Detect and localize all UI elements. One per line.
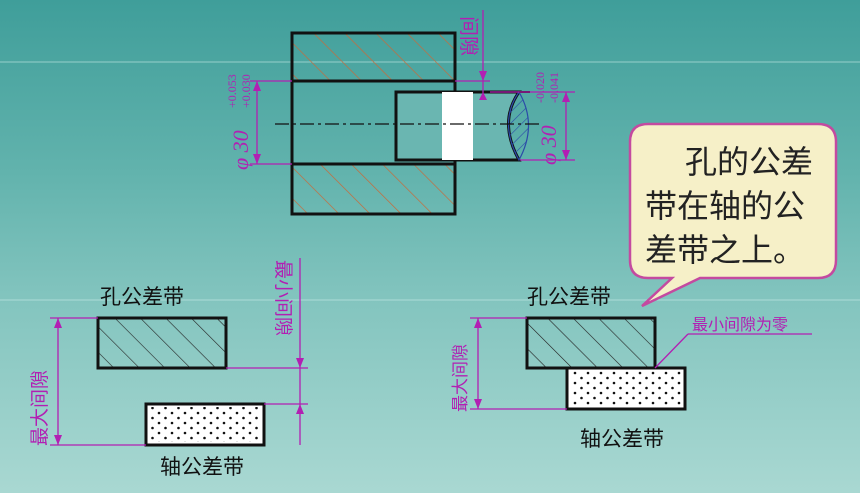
leader-line (654, 333, 689, 369)
gap-label: 间隙 (457, 16, 481, 56)
arrowhead (54, 435, 62, 445)
right-tolerance-scheme: 孔公差带 轴公差带 最大间隙 最小间隙为零 (451, 285, 812, 451)
arrowhead (479, 92, 487, 100)
shaft-part (394, 90, 530, 162)
hole-dim-lower: +0.030 (239, 74, 253, 108)
callout-bubble (628, 122, 838, 308)
arrowhead (562, 92, 570, 102)
callout-text: 孔的公差 带在轴的公 差带之上。 (645, 140, 825, 272)
arrowhead (253, 81, 261, 91)
arrowhead (474, 399, 482, 409)
arrowhead (479, 71, 487, 81)
shaft-break-section (508, 90, 529, 162)
left-max-gap-label: 最大间隙 (29, 370, 51, 446)
left-hole-zone-label: 孔公差带 (100, 285, 184, 309)
arrowhead (253, 154, 261, 164)
right-min-gap-zero-label: 最小间隙为零 (692, 315, 788, 334)
shaft-dim-prefix: φ 30 (536, 125, 561, 165)
arrowhead (562, 150, 570, 160)
right-hole-tolerance-zone (525, 316, 657, 370)
shaft-diameter-dimension: φ 30 -0.020 -0.041 (520, 72, 575, 165)
hole-diameter-dimension: φ 30 +0.053 +0.030 (225, 74, 292, 170)
callout-line: 带在轴的公 (645, 187, 806, 225)
right-hole-zone-label: 孔公差带 (527, 285, 611, 309)
left-tolerance-scheme: 孔公差带 轴公差带 最大间隙 最小间隙 (29, 258, 308, 479)
hole-part-upper-wall (290, 31, 457, 83)
hole-dim-prefix: φ 30 (228, 130, 253, 170)
hole-part-lower-wall (290, 162, 457, 216)
right-max-gap-label: 最大间隙 (451, 344, 471, 412)
left-hole-tolerance-zone (96, 316, 228, 370)
arrowhead (296, 404, 304, 414)
arrowhead (474, 318, 482, 328)
arrowhead (296, 358, 304, 368)
right-shaft-zone-label: 轴公差带 (580, 427, 664, 451)
callout-line: 孔的公差 (685, 143, 814, 181)
gap-dimension: 间隙 (455, 10, 520, 100)
arrowhead (54, 318, 62, 328)
hole-part (290, 31, 457, 216)
left-shaft-dots (149, 407, 261, 442)
shaft-dim-upper: -0.020 (533, 72, 547, 103)
left-shaft-zone-label: 轴公差带 (160, 455, 244, 479)
hole-dim-upper: +0.053 (225, 74, 239, 108)
right-shaft-dots (570, 371, 682, 406)
callout-line: 差带之上。 (645, 231, 806, 269)
left-min-gap-label: 最小间隙 (272, 260, 294, 336)
shaft-dim-lower: -0.041 (547, 72, 561, 103)
shaft-gap-highlight (442, 92, 473, 160)
